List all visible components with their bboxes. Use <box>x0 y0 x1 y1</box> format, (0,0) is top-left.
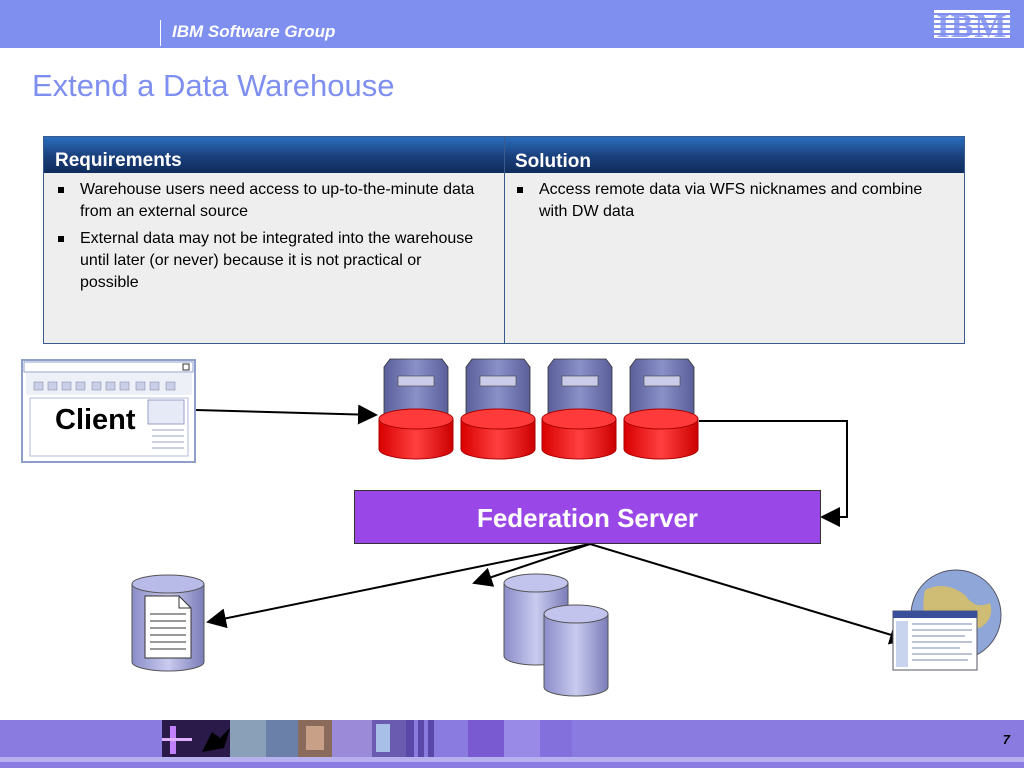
bullet-icon <box>58 236 64 242</box>
list-item: Access remote data via WFS nicknames and… <box>513 179 933 223</box>
list-item: External data may not be integrated into… <box>54 228 484 294</box>
footer-stripe <box>0 757 1024 762</box>
requirements-list: Warehouse users need access to up-to-the… <box>54 179 484 299</box>
database-red-icon <box>378 408 454 460</box>
table-column-divider <box>504 137 505 343</box>
solution-heading: Solution <box>515 151 591 172</box>
database-red-icon <box>623 408 699 460</box>
document-database-icon <box>131 574 205 672</box>
server-icon <box>383 358 449 416</box>
client-label: Client <box>55 404 136 436</box>
slide-title: Extend a Data Warehouse <box>32 68 395 103</box>
header-group-name: IBM Software Group <box>172 22 336 41</box>
database-red-icon <box>460 408 536 460</box>
federation-to-document-arrow <box>206 543 591 629</box>
server-icon <box>465 358 531 416</box>
solution-list: Access remote data via WFS nicknames and… <box>513 179 933 228</box>
ibm-logo-text: IBM <box>937 8 1008 42</box>
requirements-heading: Requirements <box>55 150 182 171</box>
databases-to-federation-arrow <box>699 420 848 527</box>
web-globe-icon <box>892 569 1002 671</box>
federation-server-box: Federation Server <box>354 490 821 544</box>
bullet-icon <box>517 187 523 193</box>
footer-image-strip <box>162 720 572 757</box>
top-header-bar: IBM Software Group IBM <box>0 0 1024 48</box>
solution-text: Access remote data via WFS nicknames and… <box>539 181 923 220</box>
requirements-solution-table: Requirements Solution Warehouse users ne… <box>43 136 965 344</box>
database-red-icon <box>541 408 617 460</box>
client-to-databases-arrow <box>195 404 378 425</box>
requirement-text: External data may not be integrated into… <box>80 230 474 291</box>
client-window-icon <box>23 361 194 457</box>
federation-to-databases-arrow <box>472 543 591 587</box>
bullet-icon <box>58 187 64 193</box>
client-window <box>21 359 196 463</box>
requirement-text: Warehouse users need access to up-to-the… <box>80 181 475 220</box>
list-item: Warehouse users need access to up-to-the… <box>54 179 484 223</box>
server-icon <box>629 358 695 416</box>
database-icon <box>543 604 609 697</box>
server-icon <box>547 358 613 416</box>
federation-server-label: Federation Server <box>476 503 699 533</box>
ibm-logo: IBM <box>934 8 1010 42</box>
remote-server-group <box>378 358 699 460</box>
page-number: 7 <box>1002 732 1010 747</box>
bottom-footer-bar: 7 <box>0 720 1024 768</box>
federation-to-web-arrow <box>589 543 910 645</box>
header-divider <box>160 20 161 46</box>
